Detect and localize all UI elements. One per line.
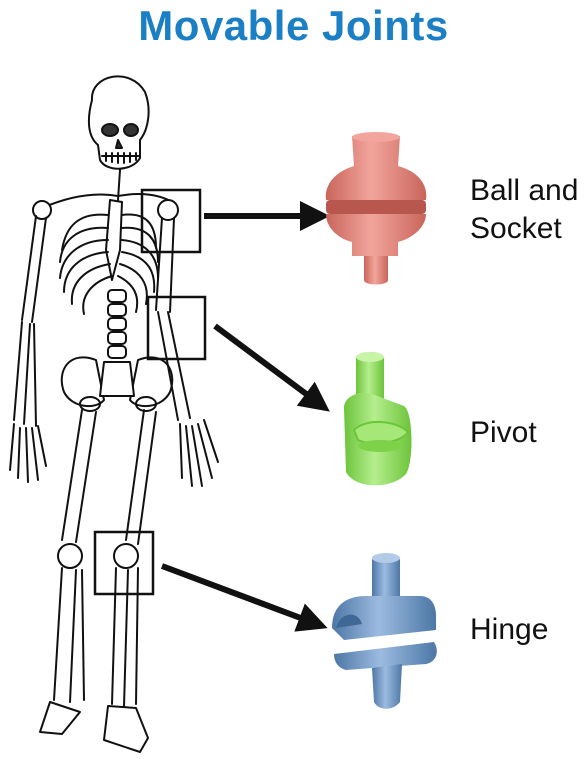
- ball-and-socket-joint-icon: [326, 132, 427, 285]
- arrow-to-hinge: [162, 566, 322, 626]
- pivot-label: Pivot: [470, 414, 537, 452]
- arrow-to-pivot: [215, 326, 325, 408]
- skull: [89, 76, 149, 168]
- shoulder-highlight-box: [142, 190, 200, 252]
- ball-and-socket-label: Ball and Socket: [470, 172, 578, 248]
- left-leg: [40, 410, 96, 734]
- pivot-joint-icon: [344, 352, 412, 485]
- ball-and-socket-label-line2: Socket: [470, 210, 578, 248]
- skeleton-illustration: [10, 76, 218, 752]
- hinge-joint-icon: [332, 553, 437, 709]
- ball-and-socket-label-line1: Ball and: [470, 172, 578, 210]
- spine: [108, 290, 126, 358]
- pelvis: [62, 357, 172, 411]
- hinge-label: Hinge: [470, 611, 548, 649]
- right-arm: [156, 200, 218, 486]
- right-leg: [104, 410, 156, 752]
- left-arm: [10, 201, 51, 482]
